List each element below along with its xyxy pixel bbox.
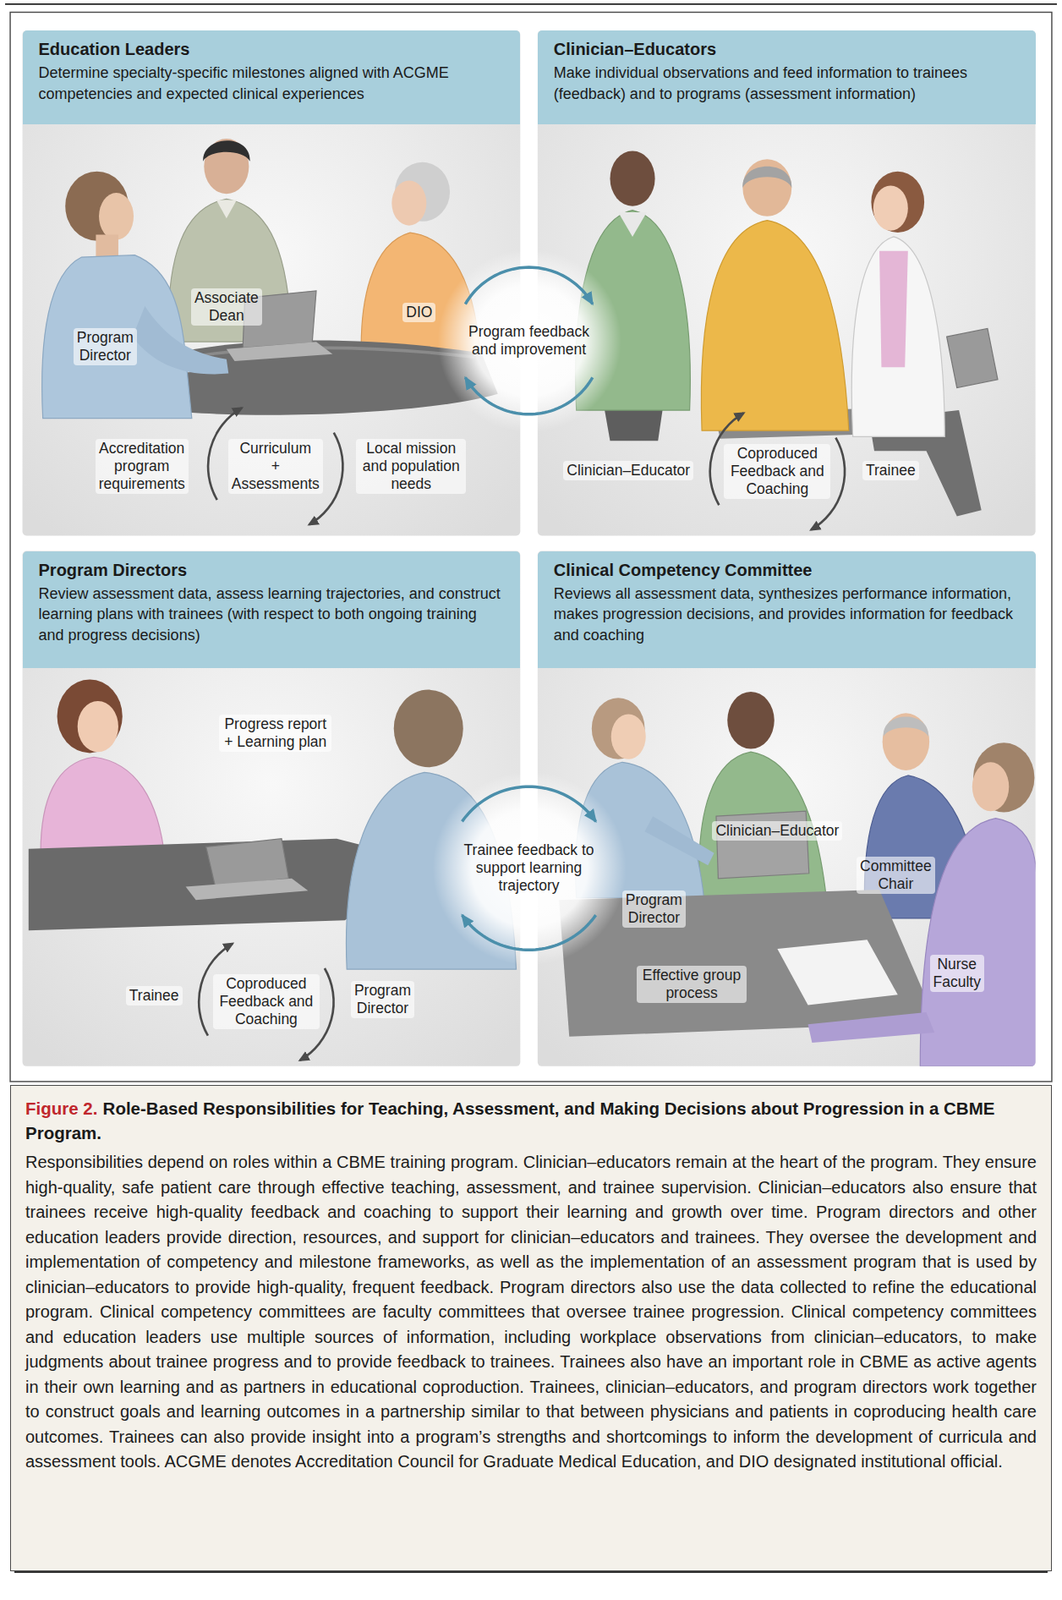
panel-header: Clinician–EducatorsMake individual obser…: [537, 30, 1036, 125]
panel-description: Determine specialty-specific milestones …: [38, 62, 505, 105]
figure-label: Program Director: [73, 328, 137, 366]
panel-ground: [537, 551, 1036, 1067]
figure-label: Trainee: [862, 460, 920, 481]
panel-description: Make individual observations and feed in…: [553, 62, 1020, 105]
panel-ground: [537, 30, 1036, 536]
competency-committee-scene-part: [777, 939, 898, 1005]
edge-label: Trainee feedback to support learning tra…: [461, 841, 597, 895]
competency-committee-scene-part: [611, 714, 646, 760]
education-leaders-scene: [42, 138, 499, 525]
clinician-educators-scene-part: [618, 212, 647, 237]
clinician-educators-scene-part: [947, 328, 998, 389]
figure-label: Associate Dean: [191, 288, 263, 326]
education-leaders-scene-part: [202, 140, 251, 161]
top-rule: [5, 3, 1057, 6]
edge-label: Program feedback and improvement: [466, 322, 592, 359]
program-directors-scene-part: [186, 878, 309, 900]
panel-description: Reviews all assessment data, synthesizes…: [553, 583, 1020, 646]
feedback-arrow: [465, 377, 592, 414]
competency-committee-scene-part: [919, 818, 1035, 1067]
panel-header: Clinical Competency CommitteeReviews all…: [537, 551, 1036, 669]
clinician-educators-scene-part: [700, 220, 849, 432]
figure-label: DIO: [402, 302, 436, 323]
competency-committee-scene-part: [883, 717, 929, 738]
education-leaders-scene-part: [391, 180, 427, 226]
education-leaders-scene-part: [216, 199, 237, 219]
education-leaders-scene-part: [95, 235, 119, 258]
figure-label: Coproduced Feedback and Coaching: [723, 443, 831, 499]
caption-panel: Figure 2.Role-Based Responsibilities for…: [10, 1084, 1052, 1572]
figure-label: Coproduced Feedback and Coaching: [213, 974, 320, 1030]
feedback-arrow: [462, 914, 597, 950]
panel-ground: [22, 551, 521, 1067]
clinician-educators-scene-part: [870, 171, 925, 233]
figure-drawing: [5, 4, 1057, 1082]
feedback-glow: [432, 771, 627, 965]
clinician-educators-scene-part: [610, 151, 656, 207]
figure-title: Role-Based Responsibilities for Teaching…: [25, 1098, 995, 1143]
competency-committee-scene-part: [972, 761, 1009, 811]
feedback-arrow: [465, 267, 592, 304]
competency-committee-scene-part: [727, 691, 775, 750]
clinician-educators-scene-part: [742, 158, 792, 217]
panel-heading: Clinical Competency Committee: [553, 559, 1020, 581]
competency-committee-scene-part: [882, 712, 931, 771]
clinician-educators-scene-part: [603, 405, 663, 441]
competency-committee-scene-part: [808, 1012, 936, 1043]
figure-caption: Responsibilities depend on roles within …: [25, 1149, 1037, 1475]
clinician-educators-scene-part: [851, 236, 945, 437]
figure-label: Trainee: [125, 985, 183, 1006]
program-directors-scene-part: [77, 700, 119, 752]
panel-heading: Program Directors: [38, 559, 505, 581]
panel-header: Program DirectorsReview assessment data,…: [22, 551, 521, 669]
figure-label: Effective group process: [636, 965, 747, 1003]
panel-heading: Clinician–Educators: [553, 38, 1020, 61]
figure-label: Program Director: [350, 980, 415, 1019]
program-directors-scene-part: [206, 838, 290, 887]
feedback-arrow: [462, 786, 597, 822]
figure-label: Curriculum + Assessments: [228, 438, 323, 494]
program-directors-scene-part: [394, 689, 464, 768]
figure-frame: [10, 11, 1052, 1081]
competency-committee-scene-part: [645, 815, 715, 865]
education-leaders-scene-part: [98, 192, 134, 241]
competency-committee-scene: [558, 691, 1035, 1067]
figure-number: Figure 2.: [25, 1098, 98, 1118]
figure-label: Progress report + Learning plan: [218, 714, 332, 752]
figure-label: Accreditation program requirements: [95, 438, 189, 494]
figure-label: Committee Chair: [856, 856, 936, 894]
panel-description: Review assessment data, assess learning …: [38, 583, 505, 646]
figure-label: Clinician–Educator: [711, 821, 843, 841]
feedback-glow: [437, 248, 622, 433]
figure-label: Clinician–Educator: [563, 460, 694, 481]
panel-heading: Education Leaders: [38, 38, 505, 61]
education-leaders-scene-part: [226, 341, 333, 362]
figure-label: Local mission and population needs: [355, 438, 466, 494]
clinician-educators-scene-part: [879, 251, 909, 368]
panel-header: Education LeadersDetermine specialty-spe…: [22, 30, 521, 125]
clinician-educators-scene-part: [742, 166, 792, 188]
panel-ground: [22, 30, 521, 536]
program-directors-scene-part: [57, 679, 123, 754]
clinician-educators-scene-part: [873, 186, 909, 231]
figure-label: Nurse Faculty: [930, 954, 985, 992]
caption-heading: Figure 2.Role-Based Responsibilities for…: [25, 1095, 1037, 1145]
figure-label: Program Director: [622, 890, 686, 928]
